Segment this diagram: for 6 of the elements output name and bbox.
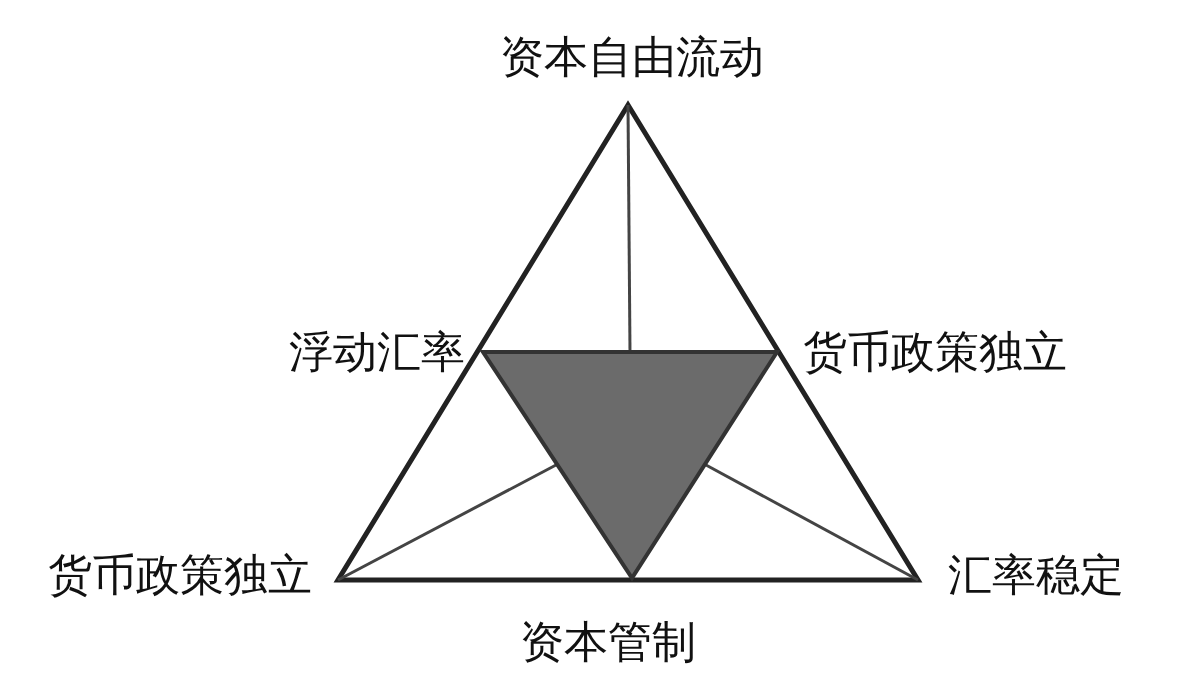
vertex-label: 货币政策独立 — [48, 550, 312, 600]
vertex-label: 资本管制 — [520, 617, 696, 667]
vertex-label: 资本自由流动 — [500, 32, 764, 82]
vertex-label: 货币政策独立 — [803, 327, 1067, 377]
vertex-label: 汇率稳定 — [948, 550, 1124, 600]
vertex-label: 浮动汇率 — [289, 327, 465, 377]
